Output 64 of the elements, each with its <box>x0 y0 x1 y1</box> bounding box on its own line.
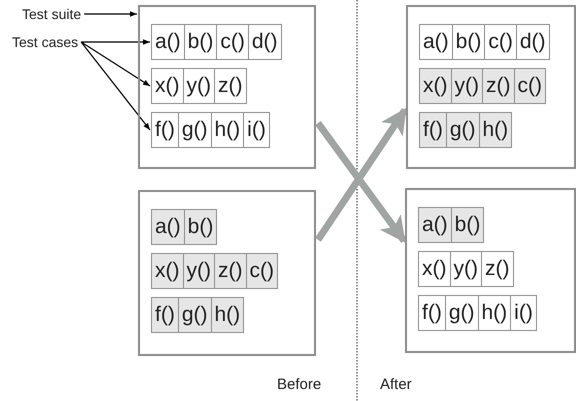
test-method-box: x() <box>420 68 452 104</box>
test-method-box: f() <box>152 297 179 333</box>
test-method-box: h() <box>212 112 244 148</box>
test-method-box: b() <box>452 207 484 243</box>
test-suite-box <box>138 190 316 356</box>
test-method-box: z() <box>215 253 246 289</box>
annotation-label: Test cases <box>12 34 78 50</box>
test-method-box: c() <box>246 253 278 289</box>
test-method-box: a() <box>419 207 452 243</box>
test-case-row <box>418 295 537 331</box>
leader-line <box>80 42 150 130</box>
test-case-row <box>151 68 246 104</box>
test-method-box: z() <box>482 251 514 287</box>
annotation-label: Test suite <box>22 6 82 22</box>
leader-line <box>80 42 150 86</box>
test-method-box: x() <box>152 68 184 104</box>
test-case-row <box>418 251 514 287</box>
test-method-box: y() <box>452 68 483 104</box>
test-method-box: a() <box>420 24 453 60</box>
test-method-box: y() <box>184 68 215 104</box>
test-method-box: b() <box>184 209 218 245</box>
test-method-box: g() <box>178 112 212 148</box>
test-case-row <box>418 207 484 243</box>
test-case-row <box>151 209 218 245</box>
test-suite-box <box>138 5 316 169</box>
test-case-row <box>151 112 270 148</box>
test-method-box: y() <box>184 253 215 289</box>
section-label: After <box>380 376 412 393</box>
test-case-row <box>419 68 546 104</box>
leader-line <box>81 39 150 45</box>
test-method-box: y() <box>450 251 482 287</box>
test-method-box: h() <box>480 112 512 148</box>
test-method-box: x() <box>152 253 184 289</box>
test-method-box: z() <box>215 68 246 104</box>
test-case-row <box>151 24 282 60</box>
test-method-box: z() <box>483 68 514 104</box>
test-method-box: i() <box>511 295 537 331</box>
test-method-box: c() <box>217 24 249 60</box>
test-method-box: a() <box>152 209 185 245</box>
test-method-box: a() <box>152 24 185 60</box>
test-method-box: g() <box>446 295 478 331</box>
test-method-box: c() <box>485 24 517 60</box>
test-method-box: f() <box>152 112 179 148</box>
test-method-box: x() <box>419 251 450 287</box>
test-case-row <box>419 24 550 60</box>
test-method-box: b() <box>184 24 218 60</box>
test-method-box: c() <box>514 68 546 104</box>
test-suite-box <box>405 188 576 353</box>
leader-line <box>84 11 137 17</box>
test-suite-box <box>406 5 576 169</box>
test-method-box: b() <box>452 24 486 60</box>
section-label: Before <box>277 376 322 393</box>
test-case-row <box>151 297 244 333</box>
test-method-box: g() <box>178 297 212 333</box>
test-method-box: g() <box>446 112 480 148</box>
test-case-row <box>151 253 278 289</box>
test-method-box: i() <box>244 112 270 148</box>
test-method-box: h() <box>212 297 244 333</box>
test-method-box: d() <box>516 24 550 60</box>
test-case-row <box>419 112 512 148</box>
test-method-box: f() <box>419 295 446 331</box>
test-method-box: d() <box>248 24 282 60</box>
test-method-box: h() <box>478 295 512 331</box>
test-method-box: f() <box>420 112 447 148</box>
